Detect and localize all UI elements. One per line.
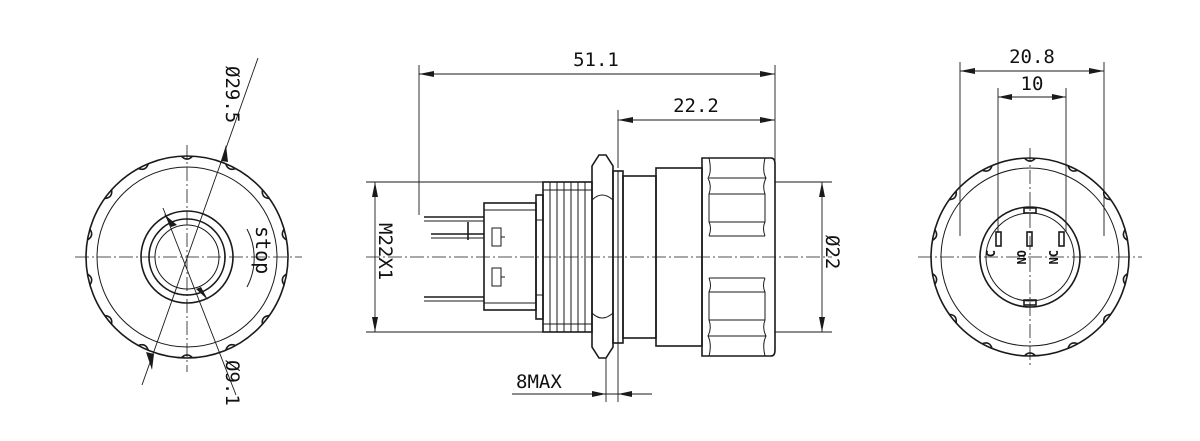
terminal-no-pin	[1026, 231, 1033, 247]
terminal-c-pin	[995, 231, 1002, 247]
overall-length-label: 51.1	[573, 49, 619, 71]
stop-marking-arc	[246, 228, 255, 288]
rear-grip-notch	[949, 313, 958, 324]
rear-grip-notch	[1023, 157, 1037, 162]
rear-bezel-ring	[930, 157, 1130, 357]
front-grip-notch	[261, 189, 270, 200]
hex-nut	[591, 154, 614, 359]
rear-grip-notch	[931, 272, 938, 285]
terminal-pins	[424, 216, 484, 302]
front-grip-notch	[180, 155, 194, 160]
terminal-c-label: C	[984, 250, 998, 257]
switch-body	[483, 194, 544, 320]
front-outer-edge	[85, 155, 289, 359]
front-view: Ø29.5 Ø9.1 stop	[75, 57, 302, 406]
front-button-face	[154, 224, 220, 290]
terminal-marker	[491, 227, 502, 247]
front-grip-notch	[137, 343, 150, 351]
rear-terminal-top	[1023, 207, 1037, 214]
outer-dia-arrow-bottom	[146, 352, 154, 370]
rear-body	[979, 206, 1081, 308]
inner-dia-label: Ø9.1	[221, 360, 243, 406]
diameter-label: Ø22	[821, 235, 843, 269]
front-grip-notch	[224, 163, 237, 171]
front-button-rim	[140, 210, 234, 304]
rear-terminals	[995, 207, 1065, 306]
terminal-nc-label: NC	[1047, 250, 1061, 264]
terminal-no-label: NO	[1015, 250, 1029, 264]
thread-label: M22X1	[374, 223, 396, 280]
dim-rear-pitch: 10	[997, 73, 1067, 232]
panel-thickness-label: 8MAX	[516, 371, 562, 393]
outer-dia-arrow-top	[221, 145, 228, 162]
rear-grip-notch	[1122, 229, 1129, 242]
front-grip-notch	[87, 228, 93, 241]
dim-rear-width: 20.8	[959, 46, 1105, 236]
contact-block	[483, 202, 537, 311]
rear-view: C NO NC 20.8 10	[918, 46, 1142, 365]
inner-dia-arrow-top	[164, 214, 177, 227]
thread	[542, 181, 593, 333]
dim-overall-length: 51.1	[418, 49, 776, 215]
inner-dia-arrow-bottom	[196, 287, 208, 300]
front-grip-notch	[104, 314, 113, 325]
rear-grip-notch	[1102, 313, 1111, 324]
outer-dia-label: Ø29.5	[221, 66, 243, 123]
inner-dia-leader	[162, 207, 237, 396]
terminal-nc-pin	[1058, 231, 1065, 247]
rear-grip-notch	[981, 342, 993, 349]
nut-outline	[591, 154, 614, 359]
terminal-marker	[491, 267, 502, 287]
front-grip-notch	[261, 314, 270, 325]
knurled-head	[701, 157, 776, 357]
head-outline	[701, 157, 776, 357]
rear-width-label: 20.8	[1009, 46, 1055, 68]
front-grip-notch	[224, 343, 237, 351]
rear-grip-notch	[1122, 272, 1129, 285]
rear-grip-notch	[1067, 342, 1079, 349]
head-length-label: 22.2	[673, 95, 719, 117]
front-grip-notch	[180, 354, 194, 359]
front-grip-notch	[281, 273, 287, 286]
front-grip-notch	[87, 273, 93, 286]
side-view: 51.1 22.2 M22X1 Ø22	[366, 49, 843, 402]
front-grip-notch	[104, 189, 113, 200]
rear-grip-notch	[1023, 352, 1037, 357]
rear-outer-edge	[930, 157, 1130, 357]
dim-diameter: Ø22	[775, 181, 843, 333]
rear-pitch-label: 10	[1021, 73, 1044, 95]
rear-terminal-bottom	[1023, 299, 1037, 306]
dim-head-length: 22.2	[617, 95, 775, 168]
front-button-cap	[148, 218, 226, 296]
outer-dia-leader	[141, 57, 259, 386]
rear-grip-notch	[931, 229, 938, 242]
rear-grip-notch	[981, 165, 993, 172]
front-grip-notch	[281, 228, 287, 241]
front-inner-edge	[96, 166, 278, 348]
rear-grip-notch	[949, 190, 958, 201]
stop-marking: stop	[251, 226, 275, 274]
rear-grip-notch	[1067, 165, 1079, 172]
dim-thread: M22X1	[366, 181, 543, 333]
rear-inner-edge	[940, 167, 1120, 347]
dim-panel-thickness: 8MAX	[512, 343, 652, 402]
front-bezel-ring	[85, 155, 289, 359]
front-grip-notch	[137, 163, 150, 171]
